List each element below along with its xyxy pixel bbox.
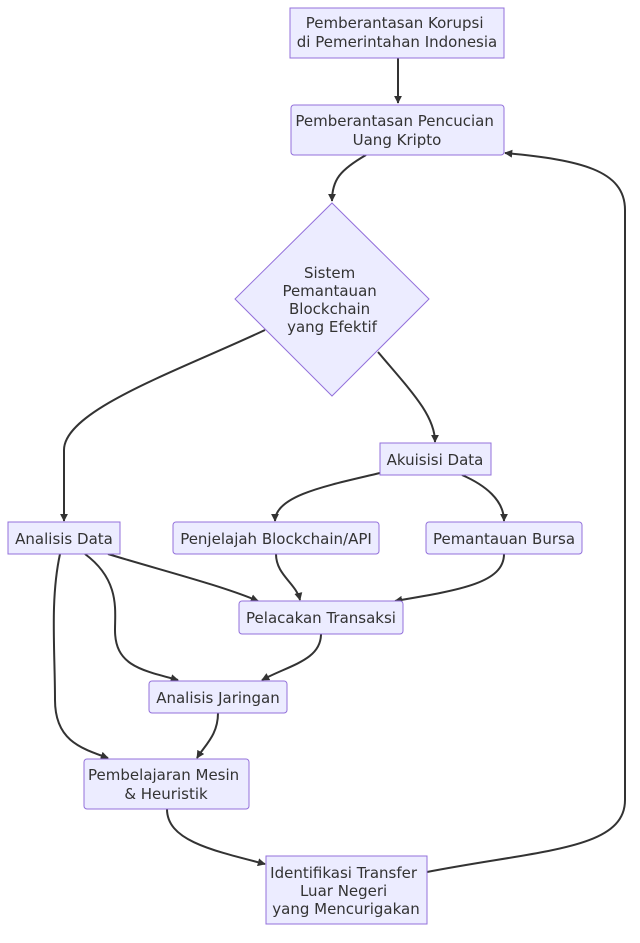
edge-analisis-data-jaringan: [84, 553, 179, 683]
node-bursa: Pemantauan Bursa: [425, 521, 583, 555]
edge-bursa-pelacakan: [394, 553, 505, 604]
node-pencucian: Pemberantasan Pencucian Uang Kripto: [290, 104, 505, 156]
edge-jaringan-mesin: [196, 712, 219, 759]
node-mesin-label: Pembelajaran Mesin & Heuristik: [88, 766, 244, 803]
edge-akuisisi-penjelajah: [271, 472, 381, 522]
node-sistem-label: Sistem Pemantauan Blockchain yang Efekti…: [282, 264, 381, 336]
node-analisis-data-label: Analisis Data: [15, 530, 113, 548]
node-jaringan: Analisis Jaringan: [148, 680, 288, 714]
edge-akuisisi-bursa: [461, 474, 508, 522]
node-analisis-data: Analisis Data: [7, 521, 121, 555]
node-korupsi-label: Pemberantasan Korupsi di Pemerintahan In…: [297, 14, 497, 51]
node-pelacakan-label: Pelacakan Transaksi: [246, 609, 396, 627]
node-akuisisi: Akuisisi Data: [379, 442, 492, 476]
node-pencucian-label: Pemberantasan Pencucian Uang Kripto: [295, 112, 498, 149]
node-penjelajah-label: Penjelajah Blockchain/API: [180, 530, 372, 548]
node-pelacakan: Pelacakan Transaksi: [238, 600, 404, 635]
edge-sistem-analisis-data: [60, 329, 266, 522]
edge-pencucian-sistem: [328, 154, 367, 202]
node-mesin: Pembelajaran Mesin & Heuristik: [83, 758, 250, 810]
edge-analisis-data-pelacakan: [107, 553, 259, 602]
edges: [52, 58, 626, 873]
edge-mesin-identifikasi: [166, 808, 266, 867]
node-sistem: Sistem Pemantauan Blockchain yang Efekti…: [234, 202, 430, 397]
edge-identifikasi-pencucian: [426, 149, 626, 873]
edge-sistem-akuisisi: [377, 351, 439, 443]
node-bursa-label: Pemantauan Bursa: [433, 530, 575, 548]
edge-penjelajah-pelacakan: [275, 553, 303, 601]
node-jaringan-label: Analisis Jaringan: [156, 689, 280, 707]
node-identifikasi: Identifikasi Transfer Luar Negeri yang M…: [265, 855, 428, 925]
node-akuisisi-label: Akuisisi Data: [387, 451, 484, 469]
edge-analisis-data-mesin: [52, 553, 109, 760]
node-korupsi: Pemberantasan Korupsi di Pemerintahan In…: [289, 7, 505, 59]
node-identifikasi-label: Identifikasi Transfer Luar Negeri yang M…: [270, 864, 422, 918]
edge-pelacakan-jaringan: [261, 633, 322, 681]
node-penjelajah: Penjelajah Blockchain/API: [172, 521, 380, 555]
nodes: Pemberantasan Korupsi di Pemerintahan In…: [7, 7, 583, 925]
